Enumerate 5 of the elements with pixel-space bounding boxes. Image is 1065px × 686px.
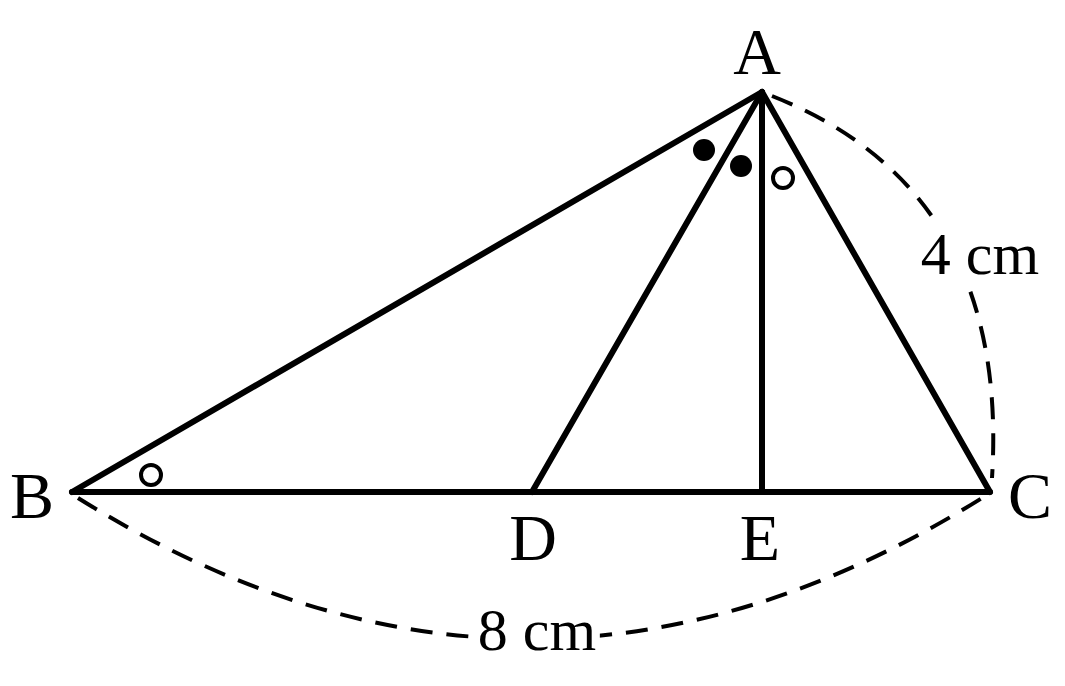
point-label: B	[9, 463, 55, 529]
point-label: D	[508, 505, 558, 571]
point-label: C	[1007, 463, 1053, 529]
point-label: A	[732, 19, 782, 85]
point-label: E	[738, 505, 782, 571]
